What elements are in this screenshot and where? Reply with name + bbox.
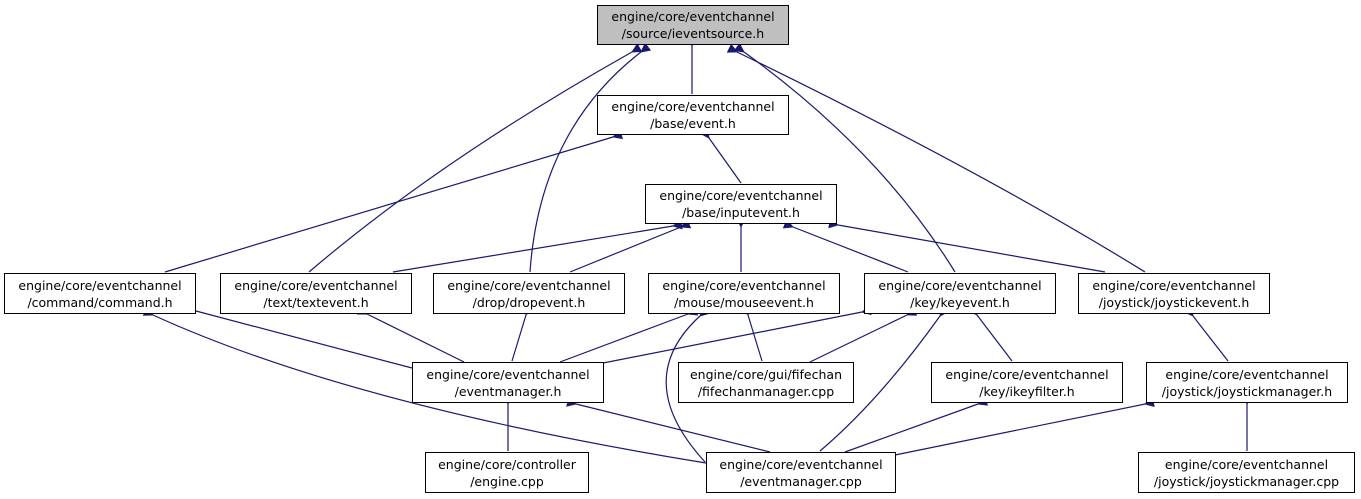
- node-joystickmanager-h-line2: /joystick/joystickmanager.h: [1161, 383, 1333, 399]
- edge-eventmanager-h-from-eventmanager-cpp: [566, 396, 771, 453]
- node-eventmanager-h-line2: /eventmanager.h: [454, 383, 562, 399]
- node-textevent-line2: /text/textevent.h: [263, 294, 369, 310]
- node-joystickevent[interactable]: engine/core/eventchannel /joystick/joyst…: [1078, 273, 1270, 314]
- node-ikeyfilter-line1: engine/core/eventchannel: [945, 366, 1109, 382]
- node-command[interactable]: engine/core/eventchannel /command/comman…: [4, 273, 196, 314]
- node-eventmanager-cpp[interactable]: engine/core/eventchannel /eventmanager.c…: [706, 452, 896, 493]
- edge-mouseevent-from-fifechanmanager: [740, 304, 763, 362]
- edge-ikeyfilter-from-eventmanager-cpp: [844, 396, 989, 453]
- edge-ieventsource-from-dropevent: [529, 42, 652, 273]
- node-joystickevent-line1: engine/core/eventchannel: [1092, 277, 1256, 293]
- edge-command-from-eventmanager-cpp: [142, 306, 707, 464]
- node-ieventsource-line2: /source/ieventsource.h: [621, 26, 765, 41]
- edge-event-from-command: [164, 129, 624, 273]
- edge-mouseevent-from-eventmanager-h: [559, 306, 699, 363]
- node-engine-cpp[interactable]: engine/core/controller /engine.cpp: [425, 452, 589, 493]
- edge-event-from-inputevent: [699, 127, 742, 184]
- edge-inputevent-from-dropevent: [569, 218, 692, 273]
- edge-ieventsource-from-textevent: [308, 43, 643, 273]
- node-eventmanager-h-line1: engine/core/eventchannel: [426, 366, 590, 382]
- node-mouseevent-line2: /mouse/mouseevent.h: [674, 294, 814, 310]
- edge-ieventsource-from-joystickevent: [726, 43, 1146, 273]
- node-joystickmanager-h[interactable]: engine/core/eventchannel /joystick/joyst…: [1146, 362, 1348, 403]
- node-fifechanmanager-line1: engine/core/gui/fifechan: [689, 366, 842, 382]
- node-ikeyfilter[interactable]: engine/core/eventchannel /key/ikeyfilter…: [931, 362, 1123, 403]
- node-event-line1: engine/core/eventchannel: [611, 99, 775, 114]
- edge-joystickevent-from-joystickmanager-h: [1183, 305, 1229, 362]
- node-engine-cpp-line1: engine/core/controller: [438, 456, 576, 472]
- node-event[interactable]: engine/core/eventchannel /base/event.h: [597, 95, 789, 135]
- node-eventmanager-cpp-line1: engine/core/eventchannel: [719, 456, 883, 472]
- node-engine-cpp-line2: /engine.cpp: [470, 473, 544, 489]
- edge-dropevent-from-eventmanager-h: [511, 304, 534, 362]
- node-fifechanmanager-line2: /fifechanmanager.cpp: [697, 383, 835, 399]
- node-mouseevent[interactable]: engine/core/eventchannel /mouse/mouseeve…: [648, 273, 840, 314]
- node-inputevent-line2: /base/inputevent.h: [682, 205, 800, 220]
- edge-joystickmanager-h-from-eventmanager-cpp: [894, 397, 1155, 456]
- edge-mouseevent-from-eventmanager-cpp: [665, 306, 711, 463]
- node-joystickmanager-cpp-line2: /joystick/joystickmanager.cpp: [1153, 473, 1340, 489]
- node-ieventsource[interactable]: engine/core/eventchannel /source/ievents…: [597, 5, 789, 45]
- node-keyevent-line2: /key/keyevent.h: [910, 294, 1010, 310]
- node-ieventsource-line1: engine/core/eventchannel: [611, 9, 775, 24]
- node-mouseevent-line1: engine/core/eventchannel: [662, 277, 826, 293]
- node-joystickmanager-h-line1: engine/core/eventchannel: [1165, 366, 1329, 382]
- node-dropevent-line1: engine/core/eventchannel: [447, 277, 611, 293]
- edge-command-from-eventmanager-h: [186, 303, 413, 369]
- edge-keyevent-from-fifechanmanager: [809, 306, 918, 363]
- edge-inputevent-from-textevent: [392, 219, 683, 273]
- node-event-line2: /base/event.h: [650, 116, 736, 131]
- node-keyevent[interactable]: engine/core/eventchannel /key/keyevent.h: [864, 273, 1056, 314]
- node-eventmanager-h[interactable]: engine/core/eventchannel /eventmanager.h: [412, 362, 604, 403]
- node-inputevent[interactable]: engine/core/eventchannel /base/inputeven…: [645, 184, 837, 224]
- node-inputevent-line1: engine/core/eventchannel: [659, 188, 823, 203]
- node-textevent-line1: engine/core/eventchannel: [234, 277, 398, 293]
- node-fifechanmanager[interactable]: engine/core/gui/fifechan /fifechanmanage…: [678, 362, 854, 403]
- node-ikeyfilter-line2: /key/ikeyfilter.h: [979, 383, 1075, 399]
- edge-keyevent-from-ikeyfilter: [967, 304, 1013, 362]
- node-eventmanager-cpp-line2: /eventmanager.cpp: [740, 473, 862, 489]
- edge-inputevent-from-keyevent: [782, 219, 909, 273]
- node-command-line1: engine/core/eventchannel: [18, 277, 182, 293]
- node-joystickmanager-cpp-line1: engine/core/eventchannel: [1164, 456, 1329, 472]
- node-textevent[interactable]: engine/core/eventchannel /text/textevent…: [220, 273, 412, 314]
- edge-ieventsource-from-keyevent: [733, 42, 956, 273]
- node-dropevent[interactable]: engine/core/eventchannel /drop/dropevent…: [433, 273, 625, 314]
- node-keyevent-line1: engine/core/eventchannel: [878, 277, 1042, 293]
- edge-inputevent-from-joystickevent: [828, 218, 1106, 273]
- edge-keyevent-from-eventmanager-h: [587, 305, 872, 367]
- edge-textevent-from-eventmanager-h: [356, 305, 465, 363]
- node-dropevent-line2: /drop/dropevent.h: [472, 294, 586, 310]
- node-joystickevent-line2: /joystick/joystickevent.h: [1098, 294, 1250, 310]
- edge-keyevent-from-eventmanager-cpp: [819, 305, 950, 452]
- node-command-line2: /command/command.h: [27, 294, 173, 310]
- node-joystickmanager-cpp[interactable]: engine/core/eventchannel /joystick/joyst…: [1138, 452, 1355, 493]
